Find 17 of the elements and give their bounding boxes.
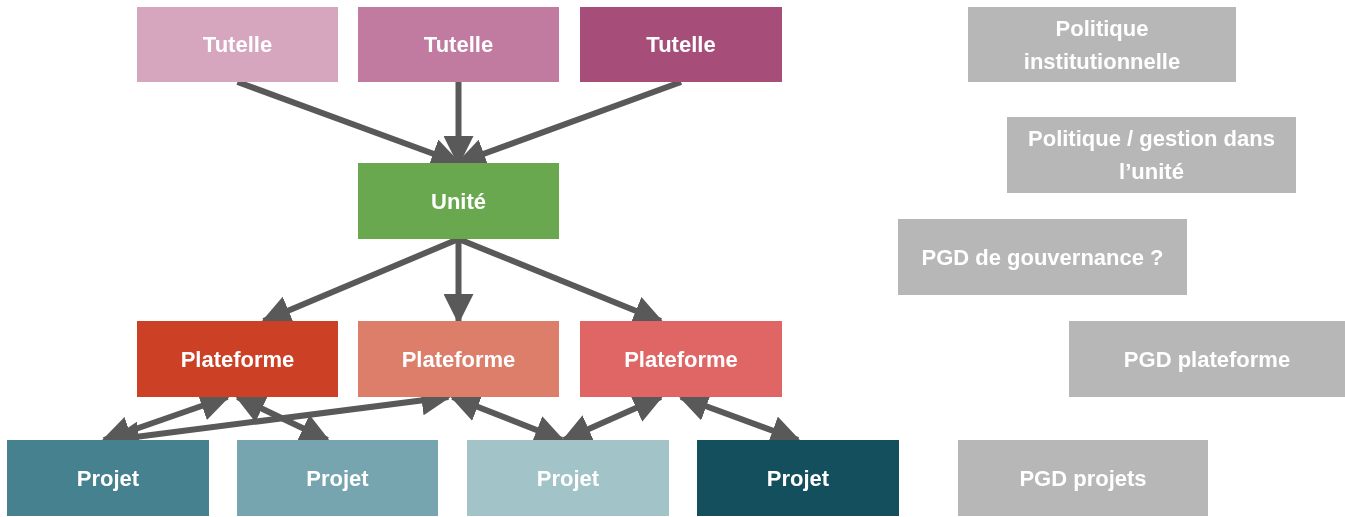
project-box: Projet bbox=[7, 440, 209, 516]
level-label-box: Politique / gestion dans l’unité bbox=[1007, 117, 1296, 193]
platform-box: Plateforme bbox=[137, 321, 338, 397]
project-box: Projet bbox=[467, 440, 669, 516]
organization-box: Tutelle bbox=[580, 7, 782, 82]
organization-box: Tutelle bbox=[137, 7, 338, 82]
level-label-box: Politique institutionnelle bbox=[968, 7, 1236, 82]
arrow bbox=[443, 239, 474, 324]
project-box: Projet bbox=[697, 440, 899, 516]
platform-box: Plateforme bbox=[358, 321, 559, 397]
level-label-box: PGD de gouvernance ? bbox=[898, 219, 1187, 295]
platform-box: Plateforme bbox=[580, 321, 782, 397]
level-label-box: PGD plateforme bbox=[1069, 321, 1345, 397]
project-box: Projet bbox=[237, 440, 438, 516]
unit-box: Unité bbox=[358, 163, 559, 239]
level-label-box: PGD projets bbox=[958, 440, 1208, 516]
organization-box: Tutelle bbox=[358, 7, 559, 82]
